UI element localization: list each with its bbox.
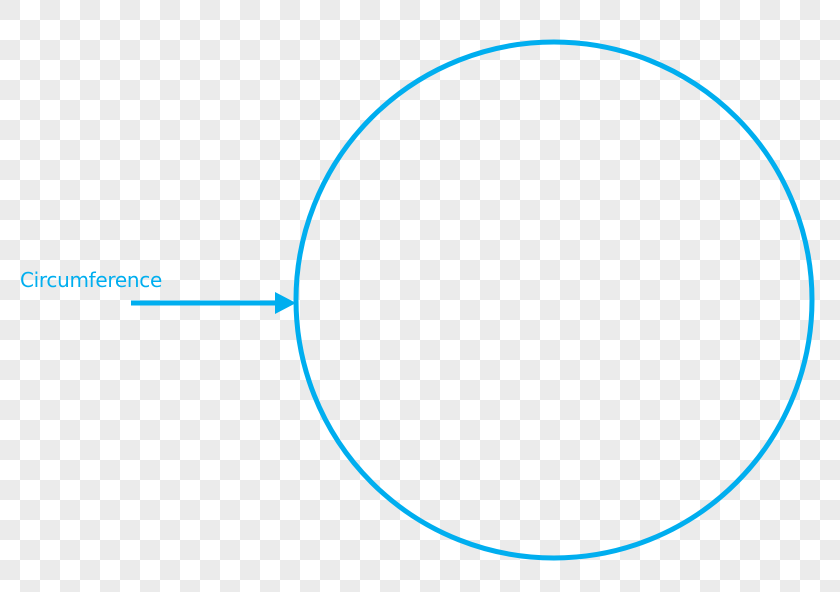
circle-outline: [293, 39, 815, 561]
circumference-label: Circumference: [20, 268, 162, 292]
arrow-head-icon: [275, 292, 296, 314]
